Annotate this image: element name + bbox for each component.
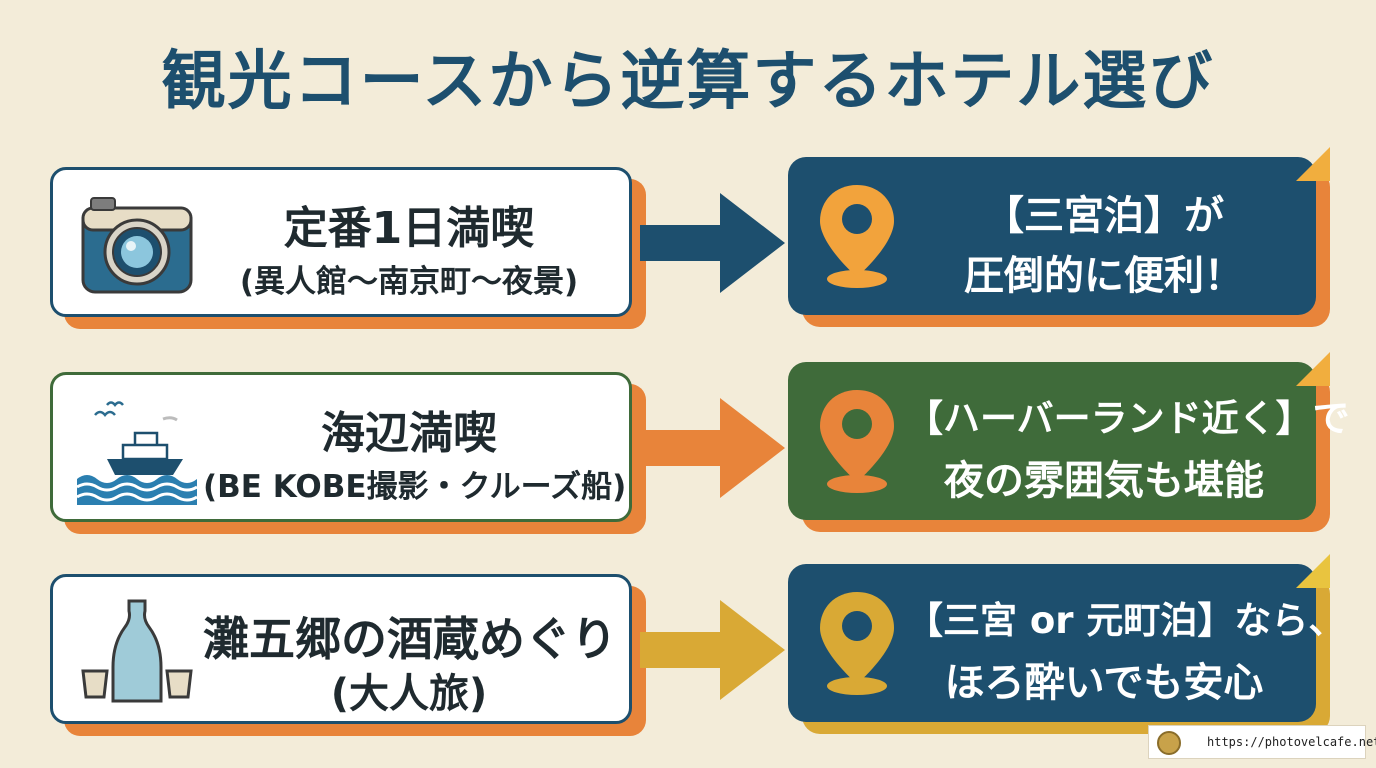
hotel-recommendation-sannomiya: 【三宮泊】が 圧倒的に便利！ [788,147,1330,315]
course-title: 海辺満喫 [321,408,497,459]
page-title: 観光コースから逆算するホテル選び [161,45,1215,119]
hotel-recommendation-harborland: 【ハーバーランド近く】で 夜の雰囲気も堪能 [788,352,1350,520]
course-subtitle: (BE KOBE撮影・クルーズ船) [203,469,627,505]
source-credit: https://photovelcafe.net/ [1148,725,1376,759]
recommendation-line-1: 【三宮 or 元町泊】なら、 [906,599,1346,642]
site-url[interactable]: https://photovelcafe.net/ [1207,735,1376,749]
course-card-classic: 定番1日満喫 (異人館〜南京町〜夜景) [50,167,632,317]
site-logo-icon [1157,731,1181,755]
course-row-classic: 定番1日満喫 (異人館〜南京町〜夜景) 【三宮泊】が 圧倒的に便利！ [0,147,1376,335]
course-subtitle: (異人館〜南京町〜夜景) [239,264,579,300]
folded-corner [1296,554,1330,588]
arrow-right-icon [640,193,785,293]
recommendation-line-2: ほろ酔いでも安心 [944,660,1264,706]
arrow-right-icon [640,600,785,700]
cruise-ship-icon [77,401,197,505]
folded-corner [1296,352,1330,386]
course-card-sake: 灘五郷の酒蔵めぐり (大人旅) [50,574,632,724]
recommendation-line-1: 【ハーバーランド近く】で [906,397,1350,440]
course-subtitle: (大人旅) [330,671,488,717]
course-row-seaside: 海辺満喫 (BE KOBE撮影・クルーズ船) 【ハーバーランド近く】で 夜の雰囲… [0,352,1376,540]
map-pin-icon [820,592,894,695]
course-card-seaside: 海辺満喫 (BE KOBE撮影・クルーズ船) [50,372,632,522]
map-pin-icon [820,185,894,288]
map-pin-icon [820,390,894,493]
recommendation-line-1: 【三宮泊】が [984,193,1224,239]
recommendation-line-2: 夜の雰囲気も堪能 [944,458,1264,504]
course-title: 定番1日満喫 [283,203,535,254]
recommendation-line-2: 圧倒的に便利！ [964,253,1244,299]
arrow-right-icon [640,398,785,498]
camera-icon [81,197,193,294]
folded-corner [1296,147,1330,181]
course-row-sake: 灘五郷の酒蔵めぐり (大人旅) 【三宮 or 元町泊】なら、 ほろ酔いでも安心 [0,554,1376,742]
hotel-recommendation-sannomiya-motomachi: 【三宮 or 元町泊】なら、 ほろ酔いでも安心 [788,554,1346,722]
sake-bottle-icon [81,599,193,703]
course-title: 灘五郷の酒蔵めぐり [203,612,617,666]
